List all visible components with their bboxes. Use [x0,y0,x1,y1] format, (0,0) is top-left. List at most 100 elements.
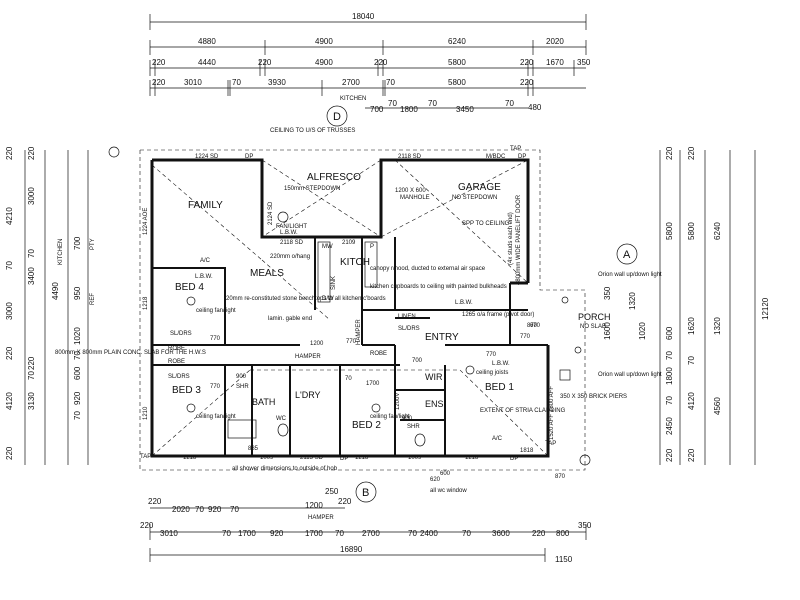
kitchen-tag-top: KITCHEN [340,96,366,102]
room-alfresco: ALFRESCO [307,172,361,183]
ac-bed1: A/C [492,436,503,442]
dw-label: D/W [322,296,334,302]
l4-70: 70 [73,351,82,360]
lbw-bed4: L.B.W. [195,274,213,280]
dd-1520aff: 1520 AFF [549,414,555,440]
jd-1218-b: 1218 [355,455,369,461]
room-porch: PORCH [578,312,611,322]
room-bed3: BED 3 [172,385,201,396]
note-fan-bed3: ceiling fan/light [196,414,236,420]
dim-5800: 5800 [448,58,466,67]
dim-220-a: 220 [152,58,166,67]
room-entry: ENTRY [425,332,459,343]
dim-70-c: 70 [388,99,397,108]
lbw-alfresco: L.B.W. [280,230,298,236]
bathtub [227,419,257,439]
l4-1020: 1020 [73,327,82,345]
ceiling-fan-bed4-icon [186,296,196,306]
porch-noslab: NO SLAB [580,324,606,330]
dim-220-b: 220 [258,58,272,67]
ceiling-fan-bed1-icon [465,365,475,375]
l3-4490: 4490 [51,282,60,300]
dim-70-a: 70 [232,78,241,87]
room-bed2: BED 2 [352,420,381,431]
brick-pier-icon [559,369,571,381]
b2-70: 70 [222,529,231,538]
dim-3450: 3450 [456,105,474,114]
l-4120: 4120 [5,392,14,410]
l-220-c: 220 [5,446,14,460]
note-oyhang: 220mm o/hang [270,254,310,260]
ac-bed4: A/C [200,258,211,264]
r2-220-b: 220 [687,448,696,462]
l2-220-b: 220 [27,356,36,370]
l-220-a: 220 [5,146,14,160]
jd-1224aoe: 1224 AOE [143,208,149,235]
r4-12120: 12120 [761,297,770,320]
room-meals: MEALS [250,268,284,279]
l2-3400: 3400 [27,267,36,285]
r2-220: 220 [687,146,696,160]
b2-1700: 1700 [238,529,256,538]
jd-1210: 1210 [143,406,149,420]
dd-870-b: 870 [555,474,566,480]
dd-1800aff: 1800 AFF [549,386,555,412]
b2-2400: 2400 [420,529,438,538]
dd-1200: 1200 [310,341,324,347]
tap-sw: TAP [140,454,151,460]
lbw-bed1: L.B.W. [492,361,510,367]
robe-bed2: ROBE [370,351,387,357]
note-panelift: 4800mm WIDE PANELIFT DOOR [516,194,522,285]
note-oriel-1: Orion wall up/down light [598,272,662,278]
jd-1818: 1818 [520,448,534,454]
l-220-b: 220 [5,346,14,360]
dd-70: 70 [345,376,352,382]
b2-70-d: 70 [462,529,471,538]
room-bed1: BED 1 [485,382,514,393]
jd-2115sd: 2115 SD [300,455,324,461]
jd-1009: 1009 [408,455,422,461]
internal-walls [152,237,528,456]
garage-stepdown: NO STEPDOWN [452,195,497,201]
jd-1218-c: 1218 [465,455,479,461]
ceiling-fan-bed2-icon [371,403,381,413]
note-fan-bed2: ceiling fan/light [370,414,410,420]
dim-700: 700 [370,105,384,114]
dim-1800: 1800 [400,105,418,114]
b2-2700: 2700 [362,529,380,538]
dim-220-e: 220 [152,78,166,87]
note-benchtops: 20mm re-constituted stone benchtops to a… [226,296,386,302]
dim-4440: 4440 [198,58,216,67]
r-2450: 2450 [665,417,674,435]
r-5800: 5800 [665,222,674,240]
b2-3600: 3600 [492,529,510,538]
l4-pty: PTY [90,238,96,250]
dd-770-b: 770 [210,384,221,390]
dim-5800-b: 5800 [448,78,466,87]
entry-1320: 1320 [628,292,637,310]
right-dimensions: 220 5800 600 70 1800 70 2450 220 220 580… [603,146,770,465]
grid-marker-d: D [326,105,348,127]
dim-4900: 4900 [315,37,333,46]
jd-2118sd-b: 2118 SD [280,240,304,246]
slrds-entry: SL/DRS [398,326,420,332]
note-piers: 350 X 350 BRICK PIERS [560,394,627,400]
dim-2700: 2700 [342,78,360,87]
room-bath: BATH [252,397,275,407]
alfresco-stepdown: 150mm STEPDOWN [284,186,340,192]
dim-220-c: 220 [374,58,388,67]
jd-1218-a: 1218 [183,455,197,461]
r3-1320: 1320 [713,317,722,335]
room-ldry: L'DRY [295,390,321,400]
note-stria: EXTENT OF STRIA CLADDING [480,408,566,414]
grid-b-label: B [362,487,369,499]
roof-lines [151,159,549,457]
dim-1670: 1670 [546,58,564,67]
grid-d-label: D [333,111,341,123]
room-ens: ENS [425,399,444,409]
toilet-ens [414,433,426,447]
r2-1620: 1620 [687,317,696,335]
wc-label: WC [276,416,287,422]
room-labels: ALFRESCO 150mm STEPDOWN FAMILY MEALS KIT… [140,146,611,462]
note-shower: all shower dimensions to outside of hob [232,466,338,472]
